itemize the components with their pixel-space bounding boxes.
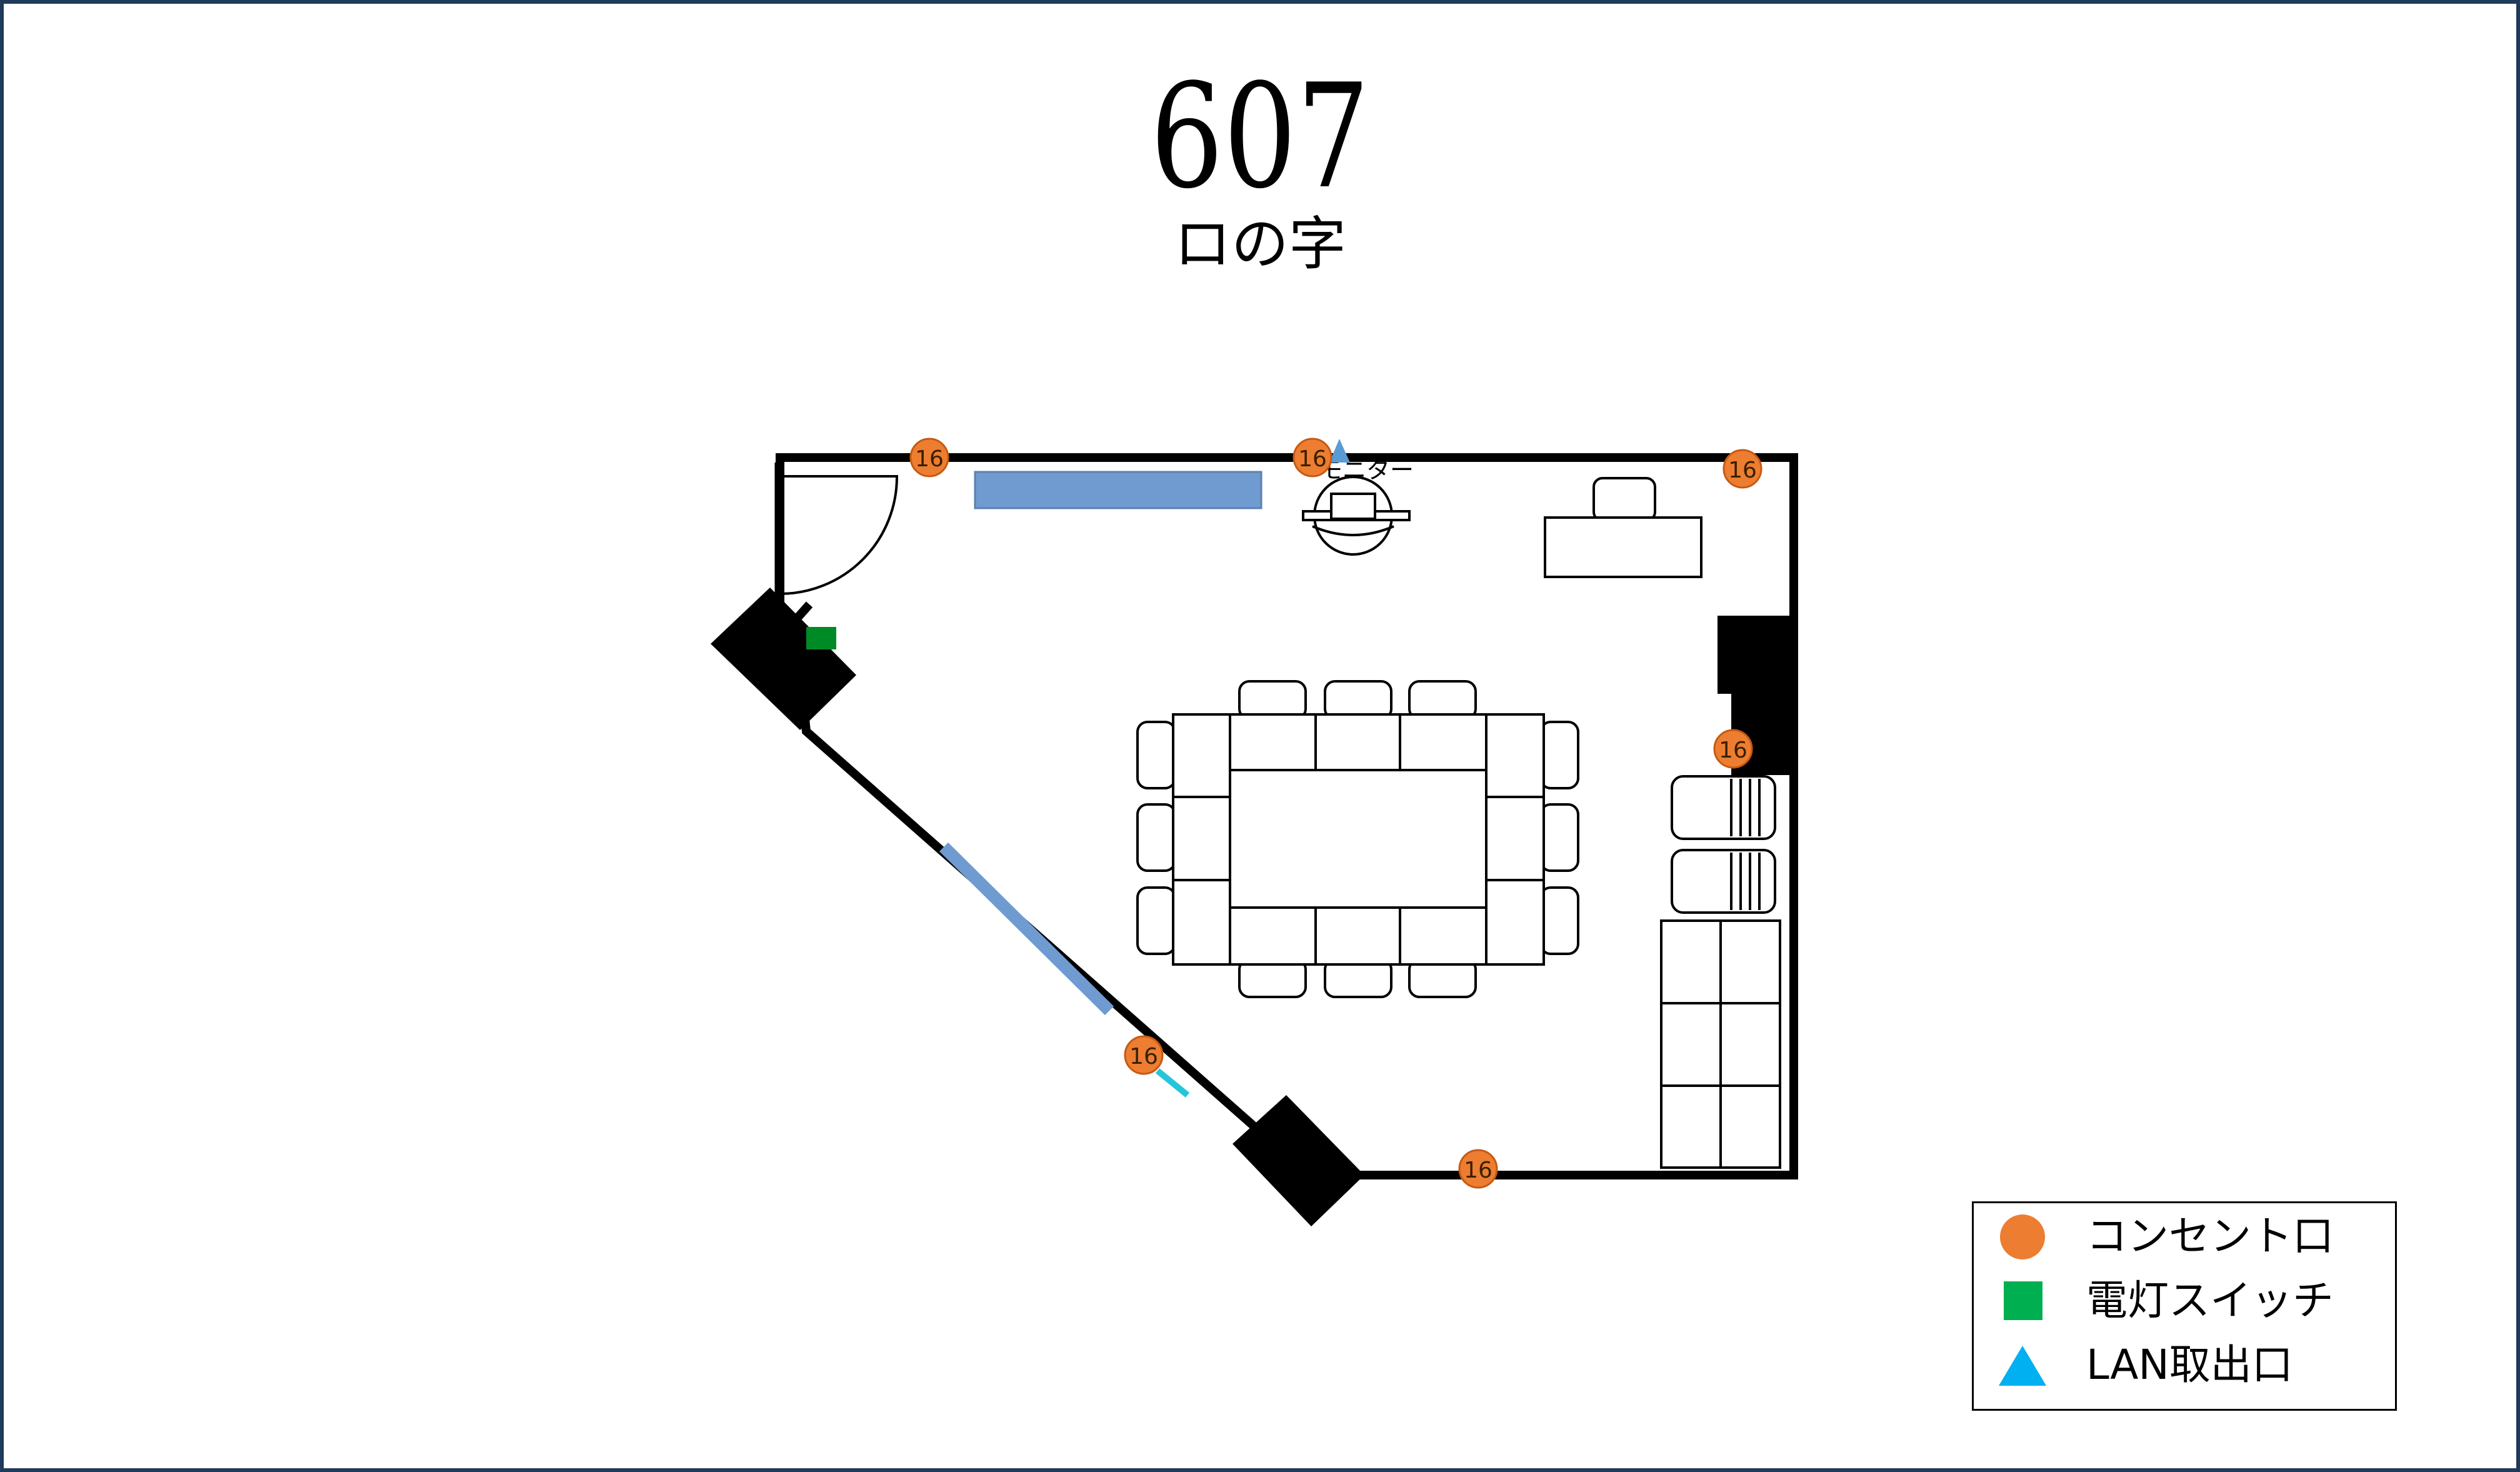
legend-label: 電灯スイッチ — [2086, 1276, 2334, 1324]
outlets: 16 16 16 16 16 16 — [909, 438, 1762, 1189]
outlet-label: 16 — [1728, 458, 1757, 483]
legend-item-lan: LAN取出口 — [1974, 1332, 2395, 1394]
legend-item-outlet: コンセント口 — [1974, 1203, 2395, 1266]
outlet-circle-icon — [1998, 1214, 2048, 1259]
outlet-label: 16 — [1464, 1158, 1492, 1183]
outlet-right-wall: 16 — [1713, 729, 1753, 769]
window-top — [974, 471, 1262, 509]
outlet-label: 16 — [1719, 738, 1748, 763]
switch-square-icon — [1998, 1279, 2048, 1323]
outlet-top-left: 16 — [909, 438, 949, 478]
outlet-label: 16 — [1298, 446, 1327, 472]
legend: コンセント口 電灯スイッチ LAN取出口 — [1972, 1201, 2397, 1411]
storage-shelves — [1660, 919, 1781, 1169]
legend-label: LAN取出口 — [2086, 1341, 2293, 1389]
door-swing-arc — [779, 475, 899, 595]
outlet-bottom-wall: 16 — [1458, 1149, 1498, 1189]
stacked-chairs — [1671, 775, 1776, 914]
outlet-diagonal-wall: 16 — [1124, 1035, 1164, 1075]
layout-name: ロの字 — [1173, 211, 1346, 278]
room-number: 607 — [1150, 54, 1370, 221]
monitor — [1302, 476, 1411, 556]
conference-table — [1136, 680, 1579, 998]
pillar-top-left — [711, 588, 856, 730]
outlet-label: 16 — [915, 446, 944, 472]
lan-outlet — [1329, 439, 1350, 463]
desk-top-right — [1544, 477, 1702, 578]
pillar-bottom — [1232, 1095, 1364, 1226]
legend-label: コンセント口 — [2086, 1212, 2334, 1260]
light-switch — [806, 627, 836, 649]
outlet-top-center: 16 — [1292, 438, 1332, 478]
outlet-top-right: 16 — [1722, 449, 1762, 489]
outlet-label: 16 — [1129, 1044, 1158, 1069]
window-diagonal-small — [1155, 1068, 1190, 1098]
window-diagonal — [939, 842, 1114, 1016]
lan-triangle-icon — [1998, 1343, 2048, 1387]
legend-item-switch: 電灯スイッチ — [1974, 1268, 2395, 1330]
